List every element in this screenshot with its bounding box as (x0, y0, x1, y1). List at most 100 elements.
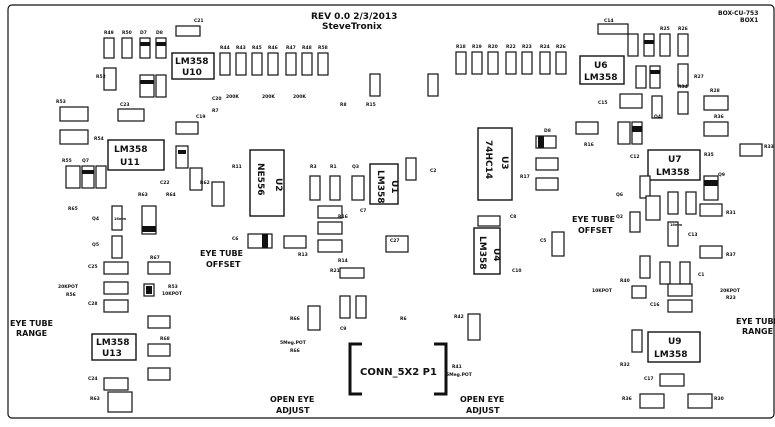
resistor-r18 (455, 51, 467, 75)
resistor-r24 (539, 51, 551, 75)
label-c15: C15 (598, 100, 608, 106)
resistor-r25 (535, 177, 559, 191)
ic-u10 (171, 52, 215, 80)
label-r45: R45 (252, 45, 262, 51)
diode-d9 (139, 74, 155, 98)
label-r34: R34 (678, 84, 688, 90)
label-r31: R31 (726, 210, 736, 216)
label-r23: R23 (522, 44, 532, 50)
label-r63: R63 (138, 192, 148, 198)
label-q4: Q4 (92, 216, 99, 222)
ic-u10-ref: U10 (182, 68, 202, 78)
ic-u1 (369, 163, 399, 205)
ic-u6-part: LM358 (584, 73, 617, 83)
resistor-r9 (405, 157, 417, 181)
resistor-r17 (535, 157, 559, 171)
label-c23: C23 (120, 102, 130, 108)
ic-u3 (477, 127, 513, 201)
capacitor-c27 (385, 235, 409, 253)
label-r22: R22 (506, 44, 516, 50)
resistor-r61 (81, 165, 95, 189)
ic-u3-ref: U3 (499, 156, 509, 170)
transistor-q3 (351, 175, 365, 201)
capacitor-c12b (575, 121, 599, 135)
label-r63b: R63 (90, 396, 100, 402)
label-q6: Q6 (616, 192, 623, 198)
pot-r66-body (307, 305, 321, 331)
resistor-r33b (659, 261, 671, 285)
label-q2: Q2 (616, 214, 623, 220)
label-r20: R20 (488, 44, 498, 50)
label-r30: R30 (714, 396, 724, 402)
resistor-r2 (329, 175, 341, 201)
label-r46: R46 (268, 45, 278, 51)
label-q5: Q5 (92, 242, 99, 248)
ic-u9-ref: U9 (668, 337, 682, 347)
eye-tube-range-right-1: EYE TUBE (736, 317, 775, 326)
ic-u9-part: LM358 (654, 350, 687, 360)
ic-u10-part: LM358 (175, 57, 208, 67)
resistor-r37b (639, 175, 651, 199)
capacitor-c19 (175, 121, 199, 135)
resistor-r36-body (703, 121, 729, 137)
transistor-q4 (631, 121, 643, 145)
ic-u4-ref: U4 (491, 248, 501, 262)
diode-d9c-band (650, 70, 660, 74)
label-r32: R32 (620, 362, 630, 368)
resistor-r29-body (667, 283, 693, 297)
label-q7: Q7 (82, 158, 89, 164)
resistor-r32b (639, 255, 651, 279)
capacitor-c7 (317, 205, 343, 219)
resistor-r60 (95, 165, 107, 189)
label-r55: R55 (62, 158, 72, 164)
open-eye-adjust-right-1: OPEN EYE (460, 395, 504, 404)
label-c27: C27 (390, 238, 400, 244)
corner-box-text: BOX1 (740, 17, 758, 24)
resistor-r4 (309, 175, 321, 201)
label-c25: C25 (88, 264, 98, 270)
connector-p1-bracket-left (348, 342, 362, 396)
label-r16: R16 (338, 214, 348, 220)
transistor-q4-tab (632, 126, 642, 132)
label-r53: R53 (56, 99, 66, 105)
resistor-r30b (617, 121, 631, 145)
capacitor-c6 (247, 233, 273, 249)
eye-tube-offset-left-2: OFFSET (206, 260, 241, 269)
ic-u4 (473, 227, 501, 275)
resistor-r39b (685, 191, 697, 215)
label-c21: C21 (194, 18, 204, 24)
label-r48: R48 (302, 45, 312, 51)
capacitor-c21 (175, 25, 201, 37)
eye-tube-range-left-1: EYE TUBE (10, 319, 53, 328)
label-r13: R13 (298, 252, 308, 258)
resistor-r36b-body (639, 393, 665, 409)
resistor-r38b (667, 191, 679, 215)
label-q9: Q9 (718, 172, 725, 178)
ic-u1-part: LM358 (375, 170, 385, 203)
pot-name-2: 16mm (670, 223, 683, 227)
resistor-r34b (677, 91, 689, 115)
resistor-r45 (251, 52, 263, 76)
resistor-r58 (317, 52, 329, 76)
capacitor-c23 (117, 108, 145, 122)
transistor-q9 (703, 175, 719, 201)
diode-d8 (155, 37, 167, 59)
label-r65: R65 (68, 206, 78, 212)
revision-text: REV 0.0 2/3/2013 (311, 12, 397, 22)
label-r40: R40 (620, 278, 630, 284)
label-d7: D7 (140, 30, 147, 36)
label-c24: C24 (88, 376, 98, 382)
label-r11: R11 (232, 164, 242, 170)
resistor-r54-body (59, 129, 89, 145)
resistor-r47 (285, 52, 297, 76)
resistor-r12 (211, 181, 225, 207)
label-r15: R15 (366, 102, 376, 108)
label-r62: R62 (200, 180, 210, 186)
label-c10: C10 (512, 268, 522, 274)
ic-u2-part: NE556 (255, 163, 265, 195)
label-r18: R18 (456, 44, 466, 50)
open-eye-adjust-right-2: ADJUST (466, 406, 500, 415)
eye-tube-range-right-2: RANGE (742, 327, 773, 336)
resistor-r63-body (107, 391, 133, 413)
label-r53b: R53 (168, 284, 178, 290)
